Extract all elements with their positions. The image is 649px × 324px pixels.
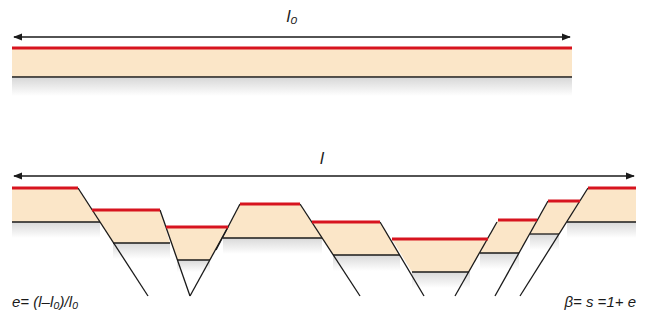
length-arrow bbox=[14, 175, 634, 176]
shadow bbox=[12, 78, 572, 96]
extension-formula: e= (l–l₀)/l₀ bbox=[12, 294, 78, 311]
stretch-factor-formula: β= s =1+ e bbox=[564, 294, 636, 311]
surface-lines bbox=[12, 188, 636, 239]
length-arrow bbox=[14, 36, 570, 37]
original-length-label: l₀ bbox=[287, 8, 298, 27]
crust-layer bbox=[12, 48, 572, 77]
layer-base bbox=[12, 76, 572, 77]
faults bbox=[78, 188, 588, 296]
stretched-length-label: l bbox=[320, 150, 324, 169]
surface-line bbox=[12, 47, 572, 50]
